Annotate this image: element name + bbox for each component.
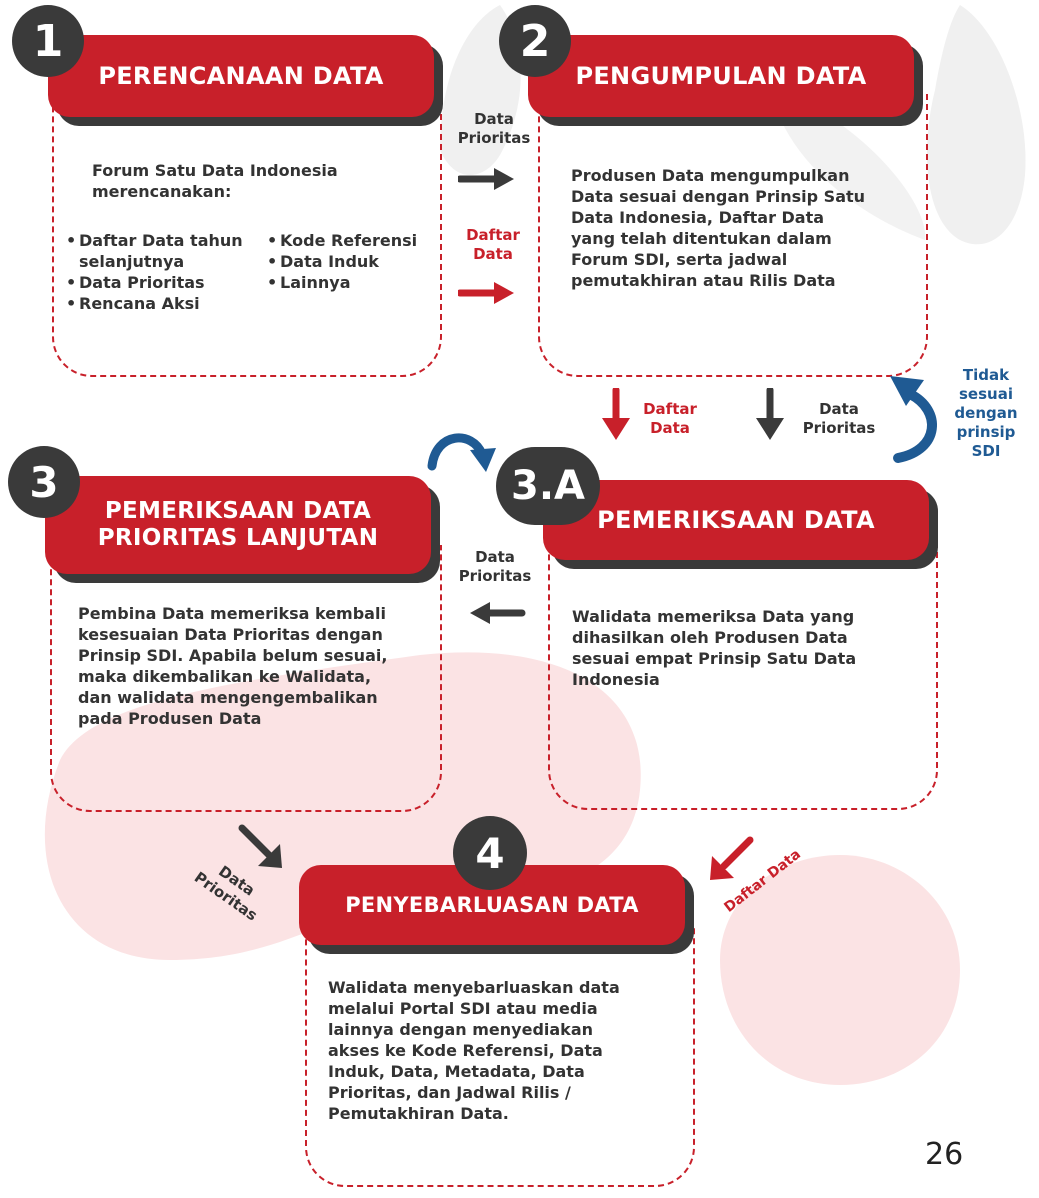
step3-title-line1: PEMERIKSAAN DATA <box>104 497 372 524</box>
step3a-title: PEMERIKSAAN DATA <box>597 505 875 534</box>
step4-badge: 4 <box>453 816 527 890</box>
step3-box <box>50 545 442 812</box>
arrow-right-icon <box>458 282 514 304</box>
leaf-decoration-icon <box>770 90 926 240</box>
step3a-badge: 3.A <box>496 447 600 525</box>
page-number: 26 <box>925 1137 964 1172</box>
step2-banner: PENGUMPULAN DATA <box>528 35 914 117</box>
step1-intro: Forum Satu Data Indonesia merencanakan: <box>92 161 338 201</box>
connector-2-down-left-label: Daftar Data <box>643 400 697 437</box>
connector-3a-3-label: Data Prioritas <box>458 548 532 585</box>
connector-2-down-right-label: Data Prioritas <box>802 400 876 437</box>
step1-list-left: Daftar Data tahun selanjutnya Data Prior… <box>66 230 266 314</box>
step1-title: PERENCANAAN DATA <box>98 61 384 90</box>
step3a-box <box>548 540 938 810</box>
step2-number: 2 <box>519 15 551 67</box>
step1-badge: 1 <box>12 5 84 77</box>
connector-1-2-top-label: Data Prioritas <box>457 110 531 147</box>
list-item: Lainnya <box>267 272 437 293</box>
step1-box <box>52 92 442 377</box>
arrow-down-icon <box>756 388 784 440</box>
step2-badge: 2 <box>499 5 571 77</box>
curved-return-arrow-icon <box>890 376 937 463</box>
leaf-decoration-icon <box>927 5 1026 245</box>
step4-banner: PENYEBARLUASAN DATA <box>299 865 685 945</box>
step4-title: PENYEBARLUASAN DATA <box>345 892 639 917</box>
arrow-left-icon <box>470 602 526 624</box>
list-item: Daftar Data tahun selanjutnya <box>66 230 266 272</box>
connector-1-2-bottom-label: Daftar Data <box>466 226 520 263</box>
step3-badge: 3 <box>8 446 80 518</box>
step3-body: Pembina Data memeriksa kembali kesesuaia… <box>78 604 388 728</box>
return-label: Tidak sesuai dengan prinsip SDI <box>954 366 1018 460</box>
step3a-banner: PEMERIKSAAN DATA <box>543 480 929 560</box>
step2-body: Produsen Data mengumpulkan Data sesuai d… <box>571 166 866 290</box>
step1-number: 1 <box>32 15 64 67</box>
list-item: Data Induk <box>267 251 437 272</box>
list-item: Rencana Aksi <box>66 293 266 314</box>
step3-title-line2: PRIORITAS LANJUTAN <box>97 525 379 551</box>
curved-return-arrow-icon <box>427 433 496 472</box>
arrow-right-icon <box>458 168 514 190</box>
step4-box <box>305 925 695 1187</box>
arrow-diagonal-icon <box>238 824 282 868</box>
step2-title: PENGUMPULAN DATA <box>575 61 867 90</box>
step3-number: 3 <box>29 457 59 507</box>
arrow-down-icon <box>602 388 630 440</box>
list-item: Data Prioritas <box>66 272 266 293</box>
step4-number: 4 <box>475 828 505 878</box>
step4-body: Walidata menyebarluaskan data melalui Po… <box>328 978 620 1123</box>
arrow-diagonal-icon <box>710 836 754 880</box>
step2-box <box>538 92 928 377</box>
step3a-body: Walidata memeriksa Data yang dihasilkan … <box>572 607 857 689</box>
list-item: Kode Referensi <box>267 230 437 251</box>
step3a-number: 3.A <box>511 463 585 509</box>
step1-list-right: Kode Referensi Data Induk Lainnya <box>267 230 437 293</box>
step1-banner: PERENCANAAN DATA <box>48 35 434 117</box>
blob-decoration-icon <box>720 855 960 1085</box>
